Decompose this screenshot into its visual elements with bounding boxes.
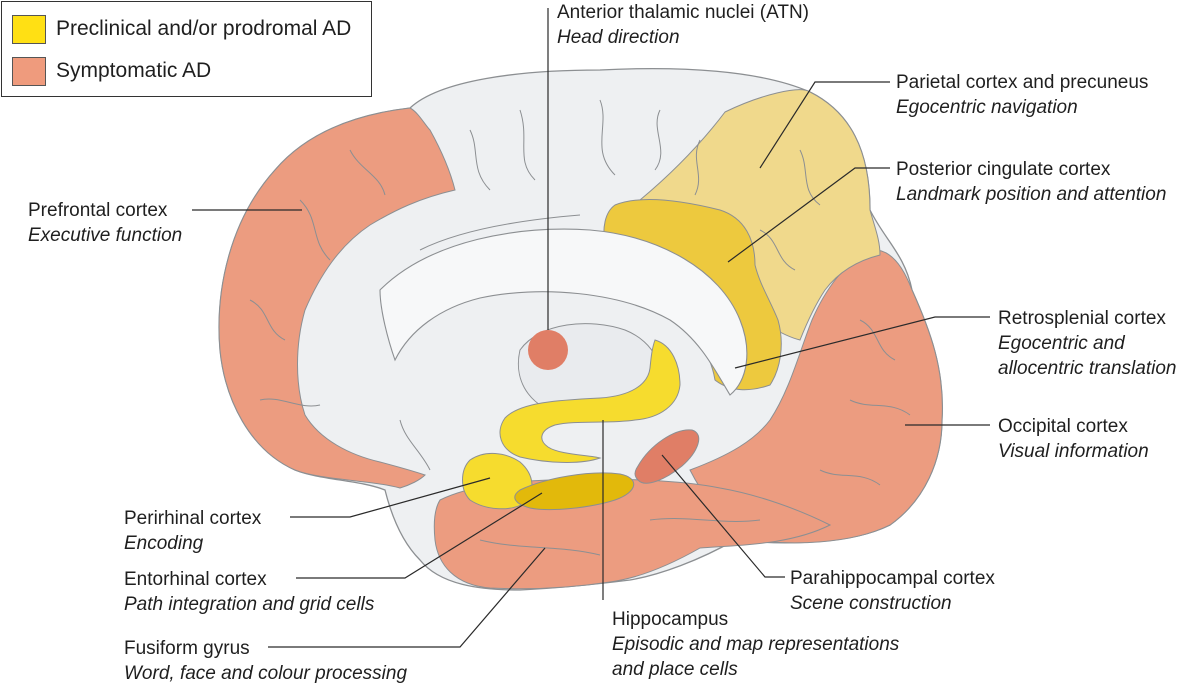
atn-region xyxy=(528,330,568,370)
prefrontal-function: Executive function xyxy=(28,225,183,246)
label-entorhinal: Entorhinal cortex Path integration and g… xyxy=(124,567,374,617)
label-prefrontal: Prefrontal cortex Executive function xyxy=(28,198,182,248)
legend-label-symptomatic: Symptomatic AD xyxy=(56,59,212,82)
legend: Preclinical and/or prodromal AD Symptoma… xyxy=(1,1,372,97)
perirhinal-function: Encoding xyxy=(124,533,204,554)
label-atn: Anterior thalamic nuclei (ATN) Head dire… xyxy=(557,0,809,50)
retrosplenial-title: Retrosplenial cortex xyxy=(998,308,1166,329)
hippocampus-region xyxy=(499,339,681,463)
label-fusiform: Fusiform gyrus Word, face and colour pro… xyxy=(124,636,407,686)
label-posterior-cingulate: Posterior cingulate cortex Landmark posi… xyxy=(896,157,1166,207)
posterior-cingulate-title: Posterior cingulate cortex xyxy=(896,159,1111,180)
label-parahippocampal: Parahippocampal cortex Scene constructio… xyxy=(790,566,995,616)
label-parietal: Parietal cortex and precuneus Egocentric… xyxy=(896,70,1148,120)
perirhinal-title: Perirhinal cortex xyxy=(124,508,262,529)
prefrontal-title: Prefrontal cortex xyxy=(28,200,168,221)
posterior-cingulate-function: Landmark position and attention xyxy=(896,184,1167,205)
leader-perirhinal xyxy=(290,477,491,518)
label-retrosplenial: Retrosplenial cortex Egocentric and allo… xyxy=(998,306,1176,381)
prefrontal-region xyxy=(218,107,456,489)
parahippocampal-title: Parahippocampal cortex xyxy=(790,568,995,589)
hippocampus-title: Hippocampus xyxy=(612,609,729,630)
occipital-title: Occipital cortex xyxy=(998,416,1128,437)
parietal-title: Parietal cortex and precuneus xyxy=(896,72,1149,93)
legend-item-symptomatic: Symptomatic AD xyxy=(12,54,211,88)
parahippocampal-function: Scene construction xyxy=(790,593,952,614)
retrosplenial-function-1: Egocentric and xyxy=(998,333,1125,354)
leader-fusiform xyxy=(268,547,546,648)
leader-posterior-cingulate xyxy=(727,167,890,263)
occipital-function: Visual information xyxy=(998,441,1149,462)
label-hippocampus: Hippocampus Episodic and map representat… xyxy=(612,607,899,682)
legend-item-preclinical: Preclinical and/or prodromal AD xyxy=(12,12,351,46)
parahippocampal-region xyxy=(634,429,700,484)
preclinical-swatch xyxy=(12,14,46,44)
corpus-callosum xyxy=(379,228,748,396)
leader-entorhinal xyxy=(296,492,543,579)
atn-function: Head direction xyxy=(557,27,680,48)
legend-label-preclinical: Preclinical and/or prodromal AD xyxy=(56,17,352,40)
entorhinal-function: Path integration and grid cells xyxy=(124,594,375,615)
label-perirhinal: Perirhinal cortex Encoding xyxy=(124,506,261,556)
fusiform-title: Fusiform gyrus xyxy=(124,638,250,659)
atn-title: Anterior thalamic nuclei (ATN) xyxy=(557,2,810,23)
leader-parahippocampal xyxy=(661,454,785,578)
symptomatic-swatch xyxy=(12,56,46,86)
parietal-function: Egocentric navigation xyxy=(896,97,1078,118)
leader-lines xyxy=(192,8,990,648)
retrosplenial-function-2: allocentric translation xyxy=(998,358,1177,379)
leader-parietal xyxy=(759,81,890,169)
fusiform-function: Word, face and colour processing xyxy=(124,663,408,684)
sulci xyxy=(249,99,911,556)
entorhinal-title: Entorhinal cortex xyxy=(124,569,267,590)
leader-retrosplenial xyxy=(734,316,990,369)
hippocampus-function-1: Episodic and map representations xyxy=(612,634,900,655)
hippocampus-function-2: and place cells xyxy=(612,659,738,680)
label-occipital: Occipital cortex Visual information xyxy=(998,414,1149,464)
